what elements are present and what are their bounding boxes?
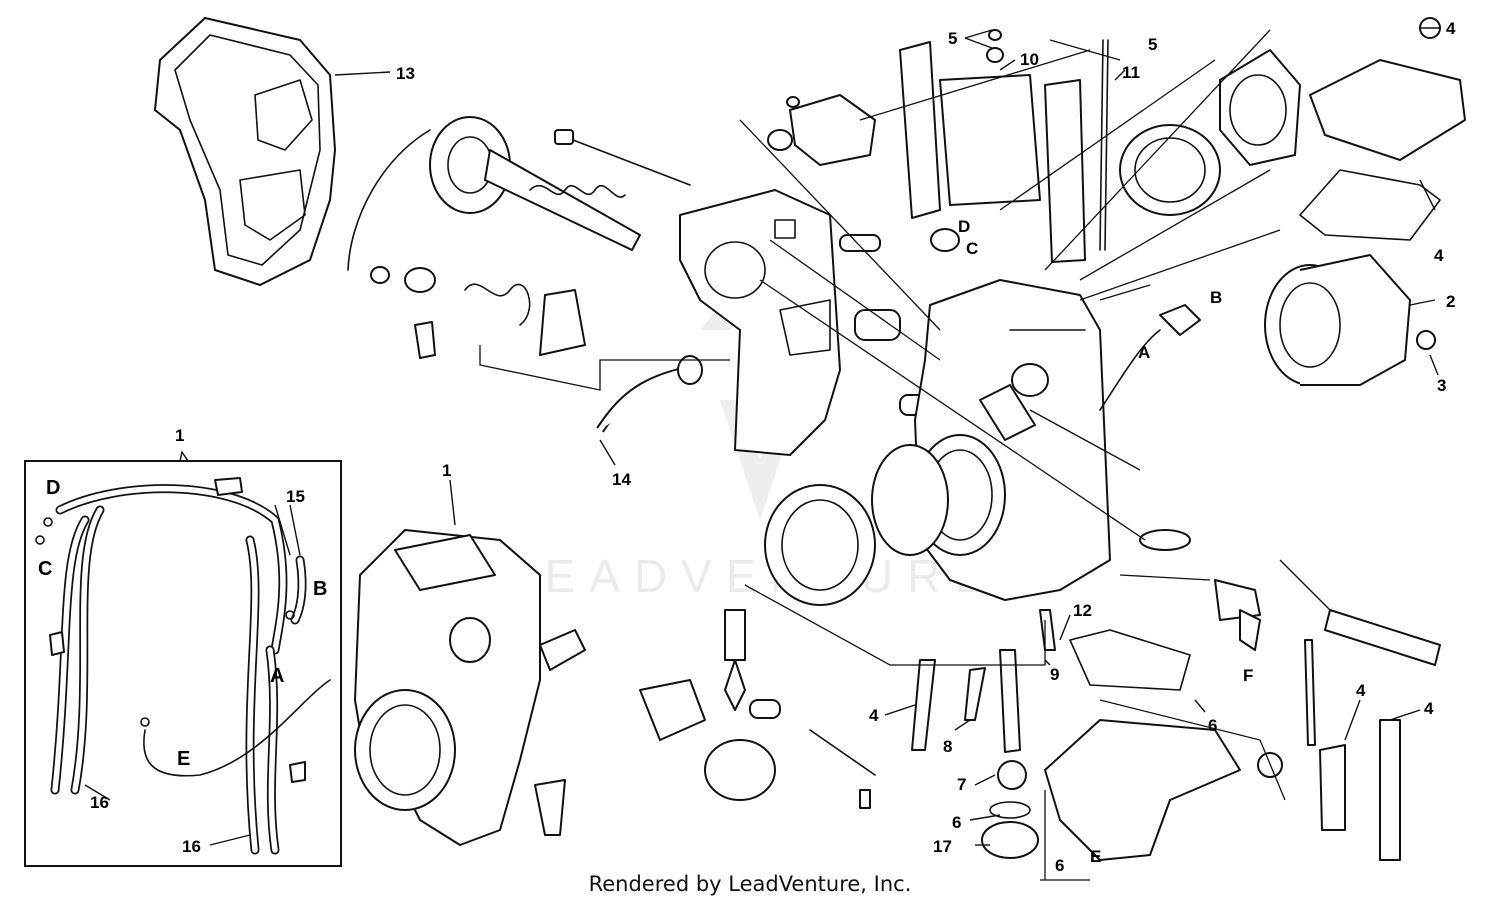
hose-set-inset bbox=[24, 450, 342, 867]
callout-1-inset: 1 bbox=[175, 426, 184, 445]
link-bracket-plate bbox=[679, 189, 841, 456]
callout-9: 9 bbox=[1050, 665, 1059, 684]
float-bowl bbox=[981, 629, 1283, 861]
air-funnel bbox=[1264, 254, 1436, 386]
callout-b-upper: B bbox=[1210, 288, 1222, 307]
callout-6-gasket: 6 bbox=[1208, 716, 1217, 735]
callout-4-needle: 4 bbox=[1356, 681, 1366, 700]
callout-a-inset: A bbox=[270, 665, 284, 687]
throttle-slide-assembly bbox=[899, 29, 1109, 263]
callout-1-carb: 1 bbox=[442, 461, 451, 480]
callout-17: 17 bbox=[933, 837, 952, 856]
reference-lines bbox=[479, 29, 1331, 881]
watermark-text: LEADVENTURE bbox=[505, 550, 999, 602]
callout-7: 7 bbox=[957, 775, 966, 794]
callout-d-inset: D bbox=[46, 477, 60, 499]
callout-3: 3 bbox=[1437, 376, 1446, 395]
callout-4-top: 4 bbox=[1446, 19, 1456, 38]
callout-4-gasket: 4 bbox=[1434, 246, 1444, 265]
callout-8: 8 bbox=[943, 737, 952, 756]
fittings-and-elbows bbox=[596, 304, 1441, 666]
callout-4-spring: 4 bbox=[1424, 699, 1434, 718]
callout-e-inset: E bbox=[177, 748, 190, 770]
carburetor-body-main bbox=[764, 279, 1111, 606]
callout-10: 10 bbox=[1020, 50, 1039, 69]
callout-leaders bbox=[84, 27, 1440, 846]
choke-assembly bbox=[639, 609, 876, 801]
callout-c-upper: C bbox=[966, 239, 978, 258]
callout-15: 15 bbox=[286, 487, 305, 506]
throttle-drum-assembly bbox=[347, 116, 691, 359]
callout-16-bottom: 16 bbox=[182, 837, 201, 856]
callout-c-inset: C bbox=[38, 558, 52, 580]
callout-e-bowl: E bbox=[1090, 847, 1101, 866]
callout-5-left: 5 bbox=[948, 29, 957, 48]
callout-6-screw: 6 bbox=[1055, 856, 1064, 875]
top-linkage-pieces bbox=[767, 94, 960, 416]
carburetor-assembled bbox=[354, 529, 586, 846]
callout-16-left: 16 bbox=[90, 793, 109, 812]
callout-d-upper: D bbox=[958, 217, 970, 236]
callout-4-jet: 4 bbox=[869, 706, 879, 725]
top-cover bbox=[1299, 17, 1466, 241]
callout-13: 13 bbox=[396, 64, 415, 83]
callout-6-oring: 6 bbox=[952, 813, 961, 832]
callout-2: 2 bbox=[1446, 292, 1455, 311]
footer-credit: Rendered by LeadVenture, Inc. bbox=[588, 872, 912, 896]
callout-14: 14 bbox=[612, 470, 631, 489]
callout-labels: 13 5 10 5 11 4 D C B A 2 4 3 14 1 1 D C … bbox=[38, 19, 1456, 875]
intake-funnels bbox=[1119, 49, 1301, 216]
callout-11: 11 bbox=[1122, 63, 1140, 82]
callout-a-upper: A bbox=[1138, 343, 1150, 362]
air-guide-cover bbox=[154, 17, 336, 286]
jets-and-screws bbox=[859, 609, 1401, 861]
hoses bbox=[50, 484, 331, 855]
callout-f: F bbox=[1243, 666, 1253, 685]
callout-5-right: 5 bbox=[1148, 35, 1157, 54]
callout-b-inset: B bbox=[313, 578, 327, 600]
callout-12: 12 bbox=[1073, 601, 1092, 620]
